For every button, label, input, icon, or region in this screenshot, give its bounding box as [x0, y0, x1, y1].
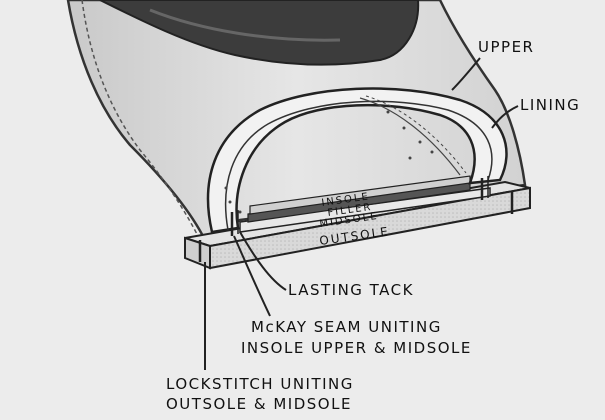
lining-seam: [359, 97, 461, 176]
upper-label: UPPER: [478, 38, 535, 56]
lining-cavity: [206, 87, 508, 234]
mckay-seam-label-line2: INSOLE UPPER & MIDSOLE: [241, 339, 472, 357]
lockstitch-label-line2: OUTSOLE & MIDSOLE: [166, 395, 352, 413]
tack-marks: [224, 110, 434, 214]
vamp-highlight: [149, 8, 341, 42]
lining-inner-line: [224, 100, 493, 231]
lockstitch-label-line1: LOCKSTITCH UNITING: [166, 375, 354, 393]
outsole-long-face: [209, 186, 531, 270]
dark-vamp: [99, 0, 420, 66]
lining-seam-stitches: [365, 95, 467, 174]
mckay-seam-label-line1: McKAY SEAM UNITING: [251, 318, 442, 336]
leader-mckay: [233, 235, 271, 317]
leader-lasting-tack: [239, 231, 287, 291]
upper-stitch-line: [81, 0, 201, 241]
lining-label: LINING: [520, 96, 581, 114]
leader-lining: [491, 105, 519, 129]
lasting-tack-label: LASTING TACK: [288, 281, 414, 299]
leader-upper: [451, 57, 481, 91]
